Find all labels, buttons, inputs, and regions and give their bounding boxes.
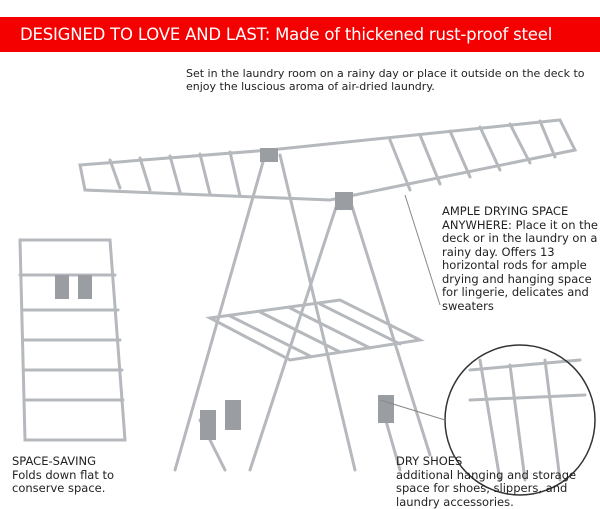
shoe-clip-left [200, 410, 216, 440]
shoe-clip-right [378, 395, 394, 423]
shoe-clip-left-2 [225, 400, 241, 430]
folded-clip [55, 275, 69, 299]
hinge [335, 192, 353, 210]
dry-shoes-callout: DRY SHOES additional hanging and storage… [396, 455, 596, 509]
folded-clip-2 [78, 275, 92, 299]
ample-drying-text: AMPLE DRYING SPACE ANYWHERE: Place it on… [442, 205, 600, 313]
space-saving-text: Folds down flat to conserve space. [12, 469, 132, 496]
dry-shoes-title: DRY SHOES [396, 455, 596, 469]
space-saving-callout: SPACE-SAVING Folds down flat to conserve… [12, 455, 132, 496]
space-saving-title: SPACE-SAVING [12, 455, 132, 469]
hinge-2 [260, 148, 278, 162]
dry-shoes-text: additional hanging and storage space for… [396, 469, 596, 509]
